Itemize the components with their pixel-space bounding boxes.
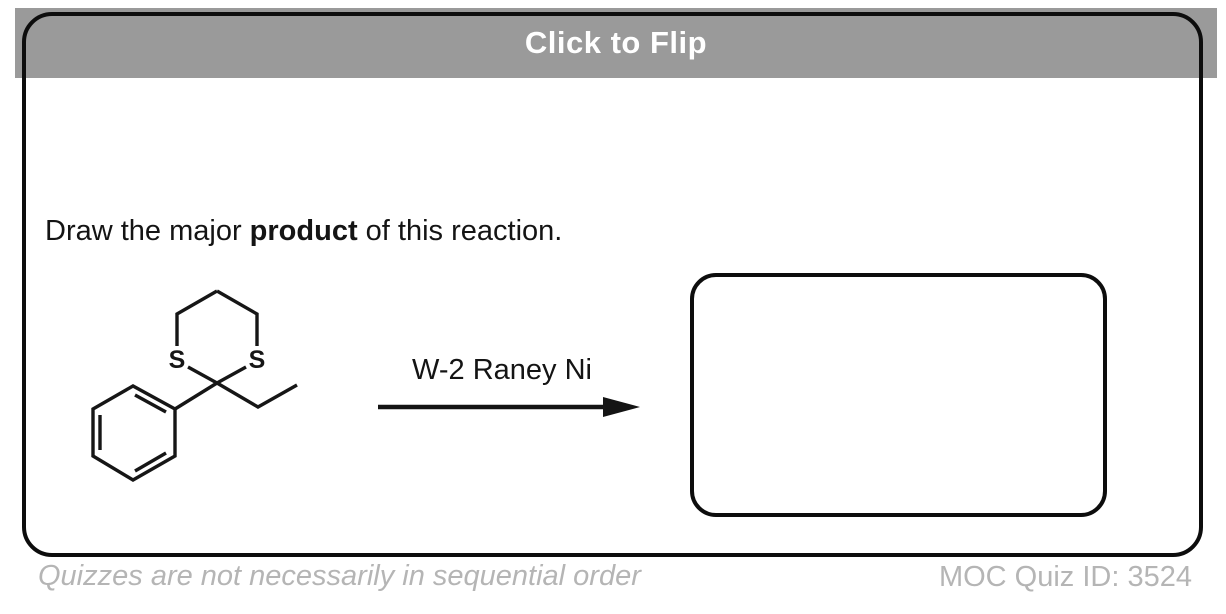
arrow-head-icon [603, 397, 640, 417]
footer-note-left: Quizzes are not necessarily in sequentia… [38, 560, 641, 592]
flip-banner-label: Click to Flip [524, 25, 708, 60]
sulfur-right-label: S [249, 346, 266, 374]
sulfur-left-label: S [169, 346, 186, 374]
question-text: Draw the major product of this reaction. [45, 215, 562, 248]
flip-banner[interactable]: Click to Flip [15, 8, 1217, 78]
question-suffix: of this reaction. [357, 215, 563, 247]
reaction-arrow [378, 397, 640, 417]
question-prefix: Draw the major [45, 215, 250, 247]
dithiane-ring: S S [169, 289, 266, 385]
answer-box [690, 273, 1107, 517]
ethyl-group [216, 381, 298, 409]
footer-note-right: MOC Quiz ID: 3524 [938, 561, 1192, 593]
phenyl-ring [91, 381, 218, 482]
reagent-label: W-2 Raney Ni [412, 354, 592, 386]
quiz-card[interactable] [22, 12, 1203, 557]
question-emphasis: product [249, 215, 358, 247]
reactant-structure: S S [91, 289, 298, 482]
